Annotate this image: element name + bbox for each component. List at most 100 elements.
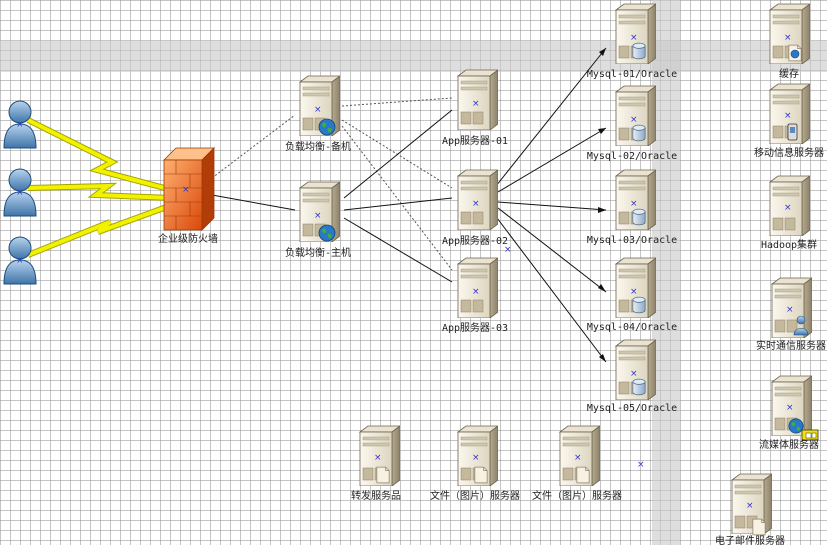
svg-text:×: × — [786, 403, 794, 413]
svg-text:×: × — [472, 99, 480, 109]
link-app2-mysql5 — [493, 213, 607, 363]
stray-x-mark: × — [637, 460, 645, 470]
app-server-1-node: × App服务器-01 — [442, 69, 508, 147]
mysql-1-node: × Mysql-01/Oracle — [587, 3, 677, 80]
lb-main-node: × 负载均衡-主机 — [285, 181, 351, 259]
link-app2-mysql4 — [497, 207, 607, 293]
firewall-label: 企业级防火墙 — [158, 232, 218, 245]
link-lb-backup-app1 — [341, 97, 453, 107]
svg-text:×: × — [472, 199, 480, 209]
svg-text:×: × — [16, 120, 24, 130]
grid-highlight-band-horizontal — [0, 40, 827, 72]
mysql-5-label: Mysql-05/Oracle — [587, 403, 677, 414]
link-firewall-lb-backup — [211, 114, 296, 179]
user-2-icon: × — [3, 168, 37, 217]
grid-highlight-band-vertical — [652, 0, 680, 545]
document-icon — [376, 466, 390, 484]
mysql-5-node: × Mysql-05/Oracle — [587, 339, 677, 414]
globe-icon — [788, 418, 804, 434]
forward-label: 转发服务品 — [351, 489, 401, 502]
user-icon — [793, 315, 809, 336]
connections — [26, 47, 607, 363]
lb-main-label: 负载均衡-主机 — [285, 246, 351, 259]
link-lb-main-app3 — [343, 217, 453, 283]
cache-label: 缓存 — [779, 67, 799, 80]
svg-text:×: × — [574, 453, 582, 463]
svg-text:×: × — [182, 185, 190, 195]
link-app2-mysql2 — [497, 127, 607, 193]
link-lb-backup-app3 — [341, 125, 453, 271]
svg-text:×: × — [786, 305, 794, 315]
mysql-2-label: Mysql-02/Oracle — [587, 151, 677, 162]
forward-node: × 转发服务品 — [351, 425, 401, 502]
lb-backup-label: 负载均衡-备机 — [285, 140, 351, 153]
link-app2-mysql3 — [497, 201, 607, 211]
svg-text:×: × — [630, 199, 638, 209]
firewall-node: × 企业级防火墙 — [158, 147, 218, 245]
email-node: × 电子邮件服务器 — [715, 473, 785, 545]
hadoop-node: × Hadoop集群 — [761, 175, 817, 251]
stray-x-mark: × — [504, 245, 512, 255]
svg-text:×: × — [374, 453, 382, 463]
app-server-2-label: App服务器-02 — [442, 234, 508, 247]
database-icon — [632, 208, 646, 226]
realtime-label: 实时通信服务器 — [756, 339, 826, 352]
svg-text:×: × — [16, 256, 24, 266]
svg-text:×: × — [784, 203, 792, 213]
database-icon — [632, 378, 646, 396]
database-icon — [632, 42, 646, 60]
svg-text:×: × — [472, 287, 480, 297]
media-label: 流媒体服务器 — [759, 438, 819, 451]
file-server-2-label: 文件（图片）服务器 — [532, 489, 622, 502]
svg-text:×: × — [630, 115, 638, 125]
file-server-2-node: × 文件（图片）服务器 — [532, 425, 622, 502]
mysql-4-label: Mysql-04/Oracle — [587, 322, 677, 333]
app-server-3-node: × App服务器-03 — [442, 257, 508, 334]
mobile-phone-icon — [787, 123, 798, 141]
link-lb-main-app2 — [343, 197, 453, 211]
link-app2-mysql1 — [495, 47, 607, 187]
svg-text:×: × — [784, 111, 792, 121]
document-icon — [474, 466, 488, 484]
mysql-3-node: × Mysql-03/Oracle — [587, 169, 677, 246]
link-firewall-lb-main — [211, 194, 296, 211]
file-server-1-node: × 文件（图片）服务器 — [430, 425, 520, 502]
svg-text:×: × — [630, 33, 638, 43]
database-icon — [632, 296, 646, 314]
media-node: × 流媒体服务器 — [759, 375, 819, 451]
email-icon — [752, 518, 766, 536]
svg-text:×: × — [630, 287, 638, 297]
app-server-3-label: App服务器-03 — [442, 321, 508, 334]
svg-text:×: × — [784, 33, 792, 43]
svg-text:×: × — [746, 501, 754, 511]
app-server-2-node: × App服务器-02 — [442, 169, 508, 247]
realtime-node: × 实时通信服务器 — [756, 277, 826, 352]
mysql-4-node: × Mysql-04/Oracle — [587, 257, 677, 333]
link-lb-main-app1 — [343, 109, 453, 199]
media-icon — [801, 429, 819, 441]
mobile-node: × 移动信息服务器 — [754, 83, 824, 159]
mysql-3-label: Mysql-03/Oracle — [587, 235, 677, 246]
mysql-1-label: Mysql-01/Oracle — [587, 69, 677, 80]
user-1-icon: × — [3, 100, 37, 149]
svg-text:×: × — [472, 453, 480, 463]
svg-text:×: × — [630, 369, 638, 379]
file-server-1-label: 文件（图片）服务器 — [430, 489, 520, 502]
cache-node: × 缓存 — [769, 3, 810, 80]
mysql-2-node: × Mysql-02/Oracle — [587, 85, 677, 162]
lb-backup-node: × 负载均衡-备机 — [285, 75, 351, 153]
hadoop-label: Hadoop集群 — [761, 238, 817, 251]
app-server-1-label: App服务器-01 — [442, 134, 508, 147]
mobile-label: 移动信息服务器 — [754, 146, 824, 159]
svg-text:×: × — [314, 105, 322, 115]
email-label: 电子邮件服务器 — [715, 534, 785, 545]
svg-text:×: × — [314, 211, 322, 221]
user-3-icon: × — [3, 236, 37, 285]
document-icon — [576, 466, 590, 484]
link-lb-backup-app2 — [341, 119, 453, 189]
globe-icon — [318, 118, 336, 136]
database-icon — [632, 124, 646, 142]
firewall-icon: × — [163, 147, 215, 231]
svg-text:×: × — [16, 188, 24, 198]
